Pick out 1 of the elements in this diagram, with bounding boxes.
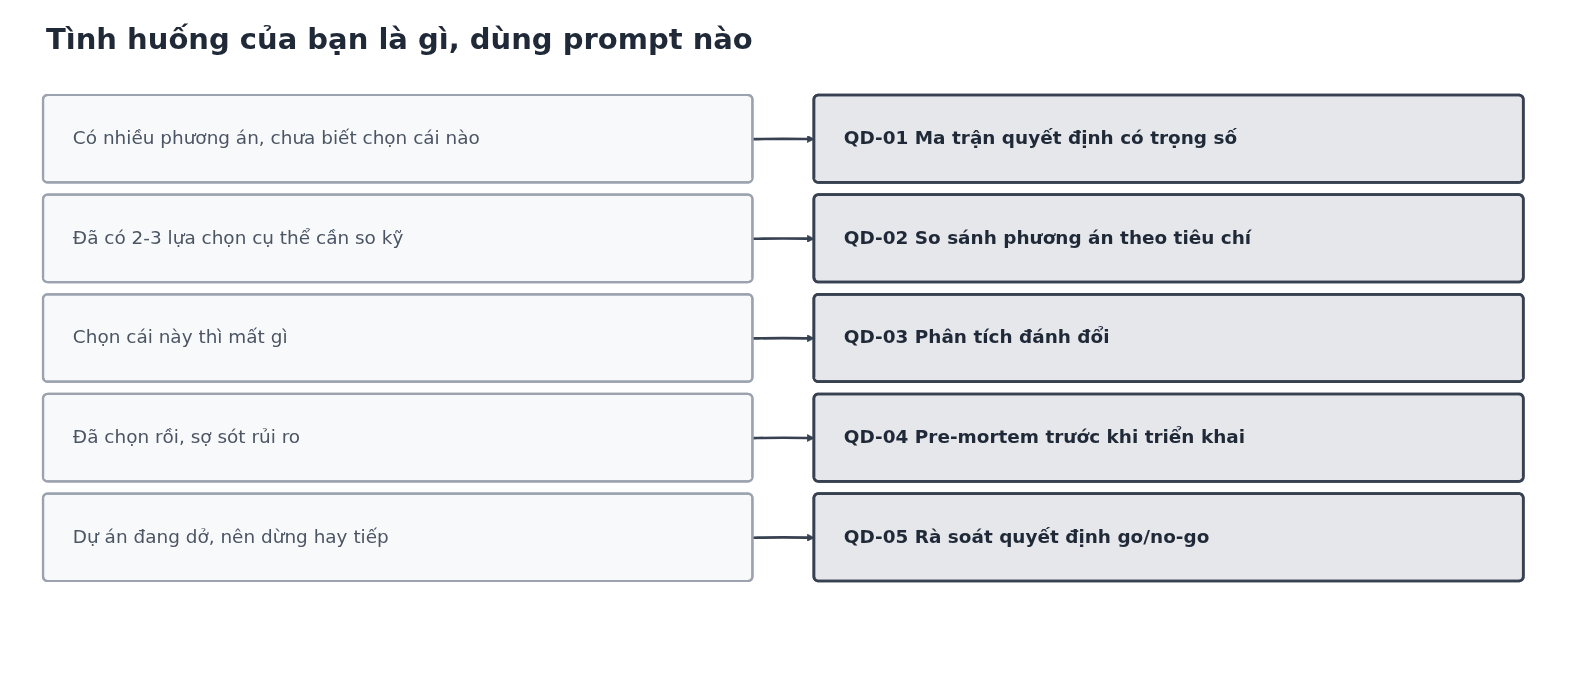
diagram-title: Tình huống của bạn là gì, dùng prompt nào <box>46 22 753 56</box>
